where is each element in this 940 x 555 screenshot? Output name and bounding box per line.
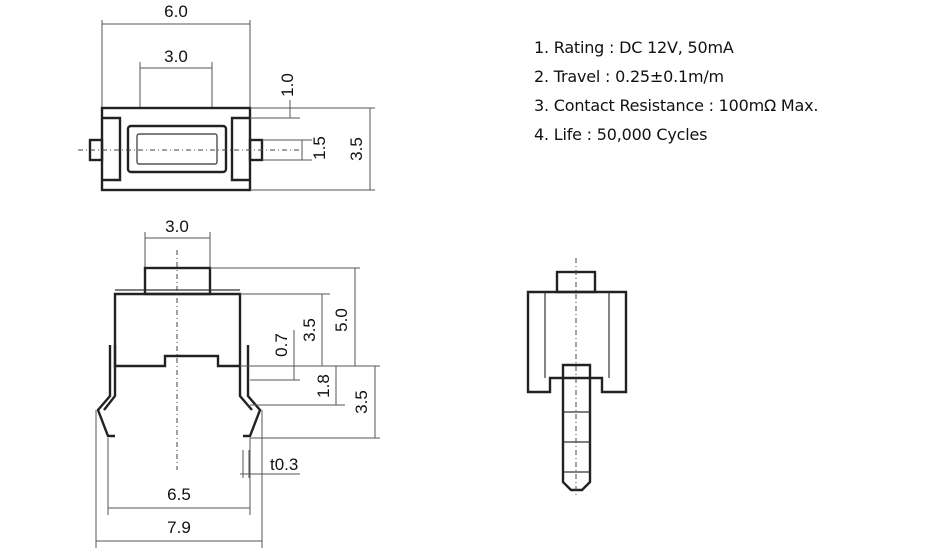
dim-thickness: t0.3 bbox=[270, 455, 298, 474]
dim-total-height: 5.0 bbox=[332, 308, 351, 332]
front-view: 3.0 5.0 3.5 0.7 1.8 3.5 t0.3 bbox=[95, 217, 380, 548]
top-view: 6.0 3.0 1.5 1.0 3.5 bbox=[78, 2, 375, 192]
dim-top-offset: 1.0 bbox=[278, 73, 297, 97]
dim-top-actuator: 3.0 bbox=[164, 47, 188, 66]
dim-body-height: 3.5 bbox=[300, 318, 319, 342]
spec-rating: 1. Rating : DC 12V, 50mA bbox=[534, 38, 734, 57]
spec-travel: 2. Travel : 0.25±0.1m/m bbox=[534, 67, 724, 86]
side-view bbox=[526, 258, 628, 498]
dim-top-width: 6.0 bbox=[164, 2, 188, 21]
dim-top-height: 3.5 bbox=[347, 137, 366, 161]
dim-pitch-outer: 7.9 bbox=[167, 518, 191, 537]
spec-life: 4. Life : 50,000 Cycles bbox=[534, 125, 708, 144]
dim-lead-height: 3.5 bbox=[352, 390, 371, 414]
dim-pitch-inner: 6.5 bbox=[167, 485, 191, 504]
spec-list: 1. Rating : DC 12V, 50mA 2. Travel : 0.2… bbox=[534, 33, 818, 149]
dim-18: 1.8 bbox=[314, 374, 333, 398]
dim-front-actuator: 3.0 bbox=[165, 217, 189, 236]
dim-07: 0.7 bbox=[272, 333, 291, 357]
dim-top-terminal: 1.5 bbox=[310, 136, 329, 160]
spec-contact-resistance: 3. Contact Resistance : 100mΩ Max. bbox=[534, 96, 819, 115]
